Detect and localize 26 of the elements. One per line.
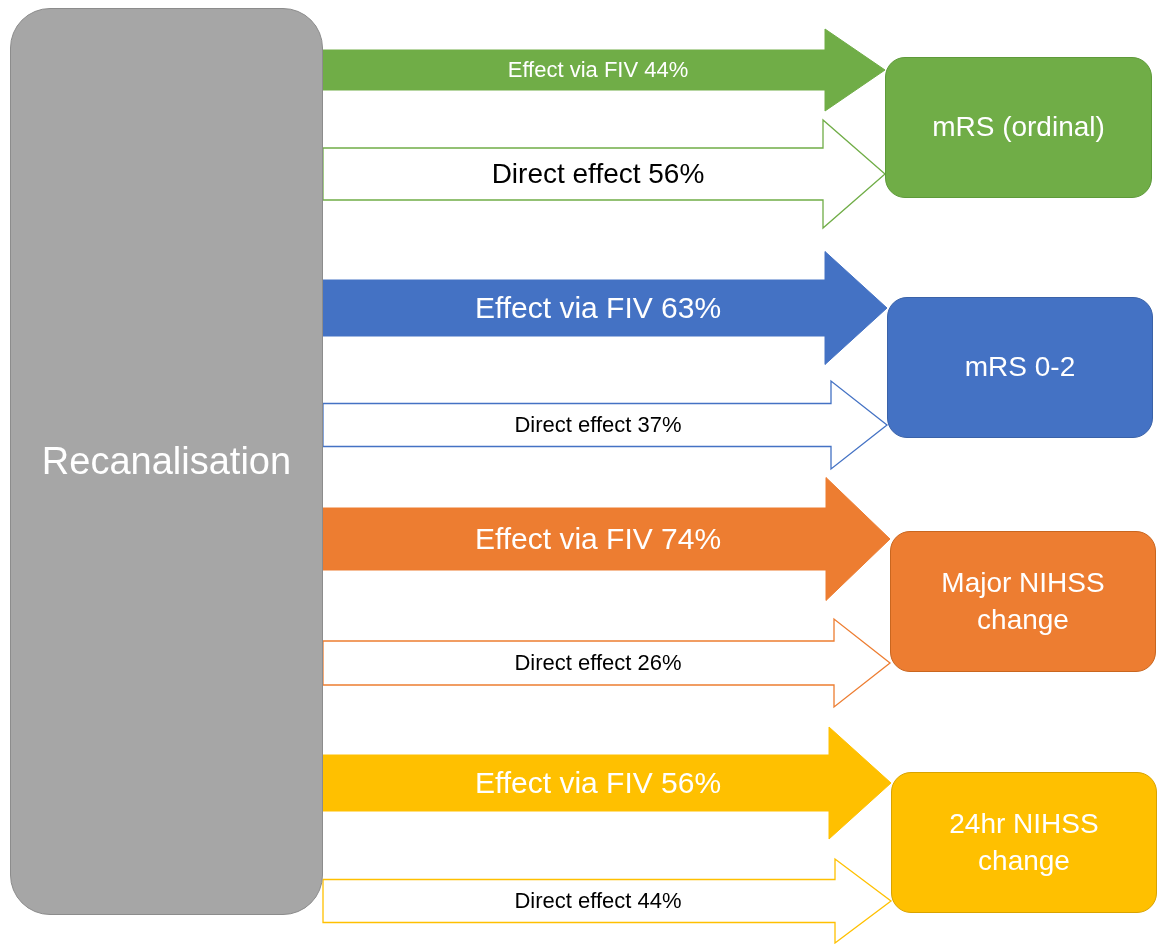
- node-label: Recanalisation: [40, 438, 293, 484]
- edge-label: Effect via FIV 63%: [474, 291, 722, 325]
- block-arrow: [322, 28, 886, 112]
- rounded-box: [10, 8, 323, 915]
- block-arrow: [322, 857, 893, 944]
- edge-label: Effect via FIV 74%: [474, 522, 722, 556]
- rounded-box: [890, 531, 1156, 672]
- edge-label: Direct effect 56%: [491, 158, 705, 190]
- edge-label: Effect via FIV 56%: [474, 766, 722, 800]
- edge-label: Direct effect 44%: [514, 888, 682, 914]
- block-arrow: [322, 379, 889, 471]
- block-arrow: [322, 118, 886, 230]
- rounded-box: [891, 772, 1157, 913]
- node-label: Major NIHSS change: [940, 566, 1106, 637]
- block-arrow: [322, 617, 892, 709]
- node-label: mRS (ordinal): [931, 110, 1106, 145]
- edge-label: Direct effect 26%: [514, 650, 682, 676]
- rounded-box: [885, 57, 1152, 198]
- rounded-box: [887, 297, 1153, 438]
- edge-label: Direct effect 37%: [514, 412, 682, 438]
- block-arrow: [322, 477, 891, 601]
- node-label: mRS 0-2: [963, 350, 1077, 385]
- block-arrow: [322, 251, 888, 365]
- node-label: 24hr NIHSS change: [948, 807, 1100, 878]
- edge-label: Effect via FIV 44%: [507, 57, 689, 83]
- block-arrow: [322, 726, 892, 840]
